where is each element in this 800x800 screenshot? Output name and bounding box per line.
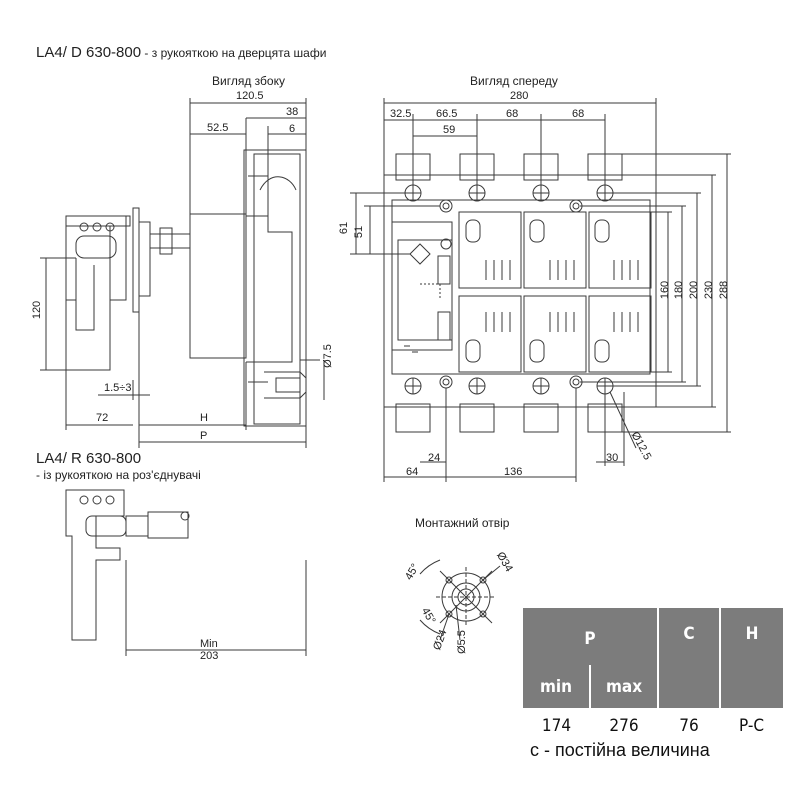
dim-side-72: 72 (96, 412, 109, 424)
r-view-drawing (65, 489, 307, 656)
label-mount-hole: Монтажний отвір (415, 516, 510, 530)
table-header-p: P (523, 608, 658, 666)
title-la4-d-suffix: - з рукояткою на дверцята шафи (141, 46, 327, 60)
subtitle-la4-r: - із рукояткою на роз'єднувачі (36, 468, 201, 482)
dim-mount-5-5: Ø5.5 (455, 630, 468, 654)
label-side-view: Вигляд збоку (212, 74, 285, 88)
dim-front-59: 59 (443, 124, 456, 136)
title-la4-d-main: LA4/ D 630-800 (36, 44, 142, 61)
dim-front-200: 200 (688, 280, 701, 300)
table-val-c: 76 (679, 716, 699, 736)
dim-front-160: 160 (659, 280, 672, 300)
dim-front-64: 64 (406, 466, 419, 478)
dim-front-24: 24 (428, 452, 441, 464)
table-header-c: C (657, 608, 720, 708)
dim-front-32-5: 32.5 (390, 108, 412, 120)
dim-side-H: H (200, 412, 208, 424)
dim-side-1-5-3: 1.5÷3 (104, 382, 132, 394)
dim-front-180: 180 (673, 280, 686, 300)
dim-front-280: 280 (510, 90, 529, 102)
table-val-max: 276 (609, 716, 639, 736)
dim-front-68b: 68 (572, 108, 585, 120)
dim-front-68a: 68 (506, 108, 519, 120)
front-view-drawing (383, 153, 657, 433)
dim-side-6: 6 (289, 123, 296, 135)
dim-front-66-5: 66.5 (436, 108, 458, 120)
title-la4-r: LA4/ R 630-800 (36, 450, 142, 467)
side-dimensions (40, 98, 325, 448)
dim-front-61: 61 (338, 221, 351, 235)
dim-front-230: 230 (703, 280, 716, 300)
dim-side-52-5: 52.5 (207, 122, 229, 134)
side-view-drawing (65, 149, 320, 427)
table-val-min: 174 (541, 716, 572, 736)
dim-front-136: 136 (504, 466, 523, 478)
table-header-h: H (719, 608, 783, 708)
dim-front-30: 30 (606, 452, 619, 464)
dim-r-min-203: Min 203 (200, 638, 219, 662)
front-dimensions (350, 98, 731, 482)
mount-hole-drawing (419, 559, 501, 641)
dim-side-120-5: 120.5 (236, 90, 264, 102)
note-constant: c - постійна величина (530, 740, 710, 760)
table-sub-min: min (523, 665, 590, 708)
dim-side-120: 120 (31, 300, 44, 320)
dim-front-288: 288 (718, 280, 731, 300)
dim-side-38: 38 (286, 106, 299, 118)
table-val-h: P-C (738, 716, 765, 736)
dimensions-table: P C H min max 174 276 76 P-C (523, 608, 783, 744)
dim-side-P: P (200, 430, 208, 442)
title-la4-d: LA4/ D 630-800 - з рукояткою на дверцята… (36, 44, 326, 61)
table-sub-max: max (589, 665, 658, 708)
label-front-view: Вигляд спереду (470, 74, 558, 88)
dim-front-51: 51 (353, 225, 366, 239)
dim-side-7-5: Ø7.5 (321, 344, 334, 368)
